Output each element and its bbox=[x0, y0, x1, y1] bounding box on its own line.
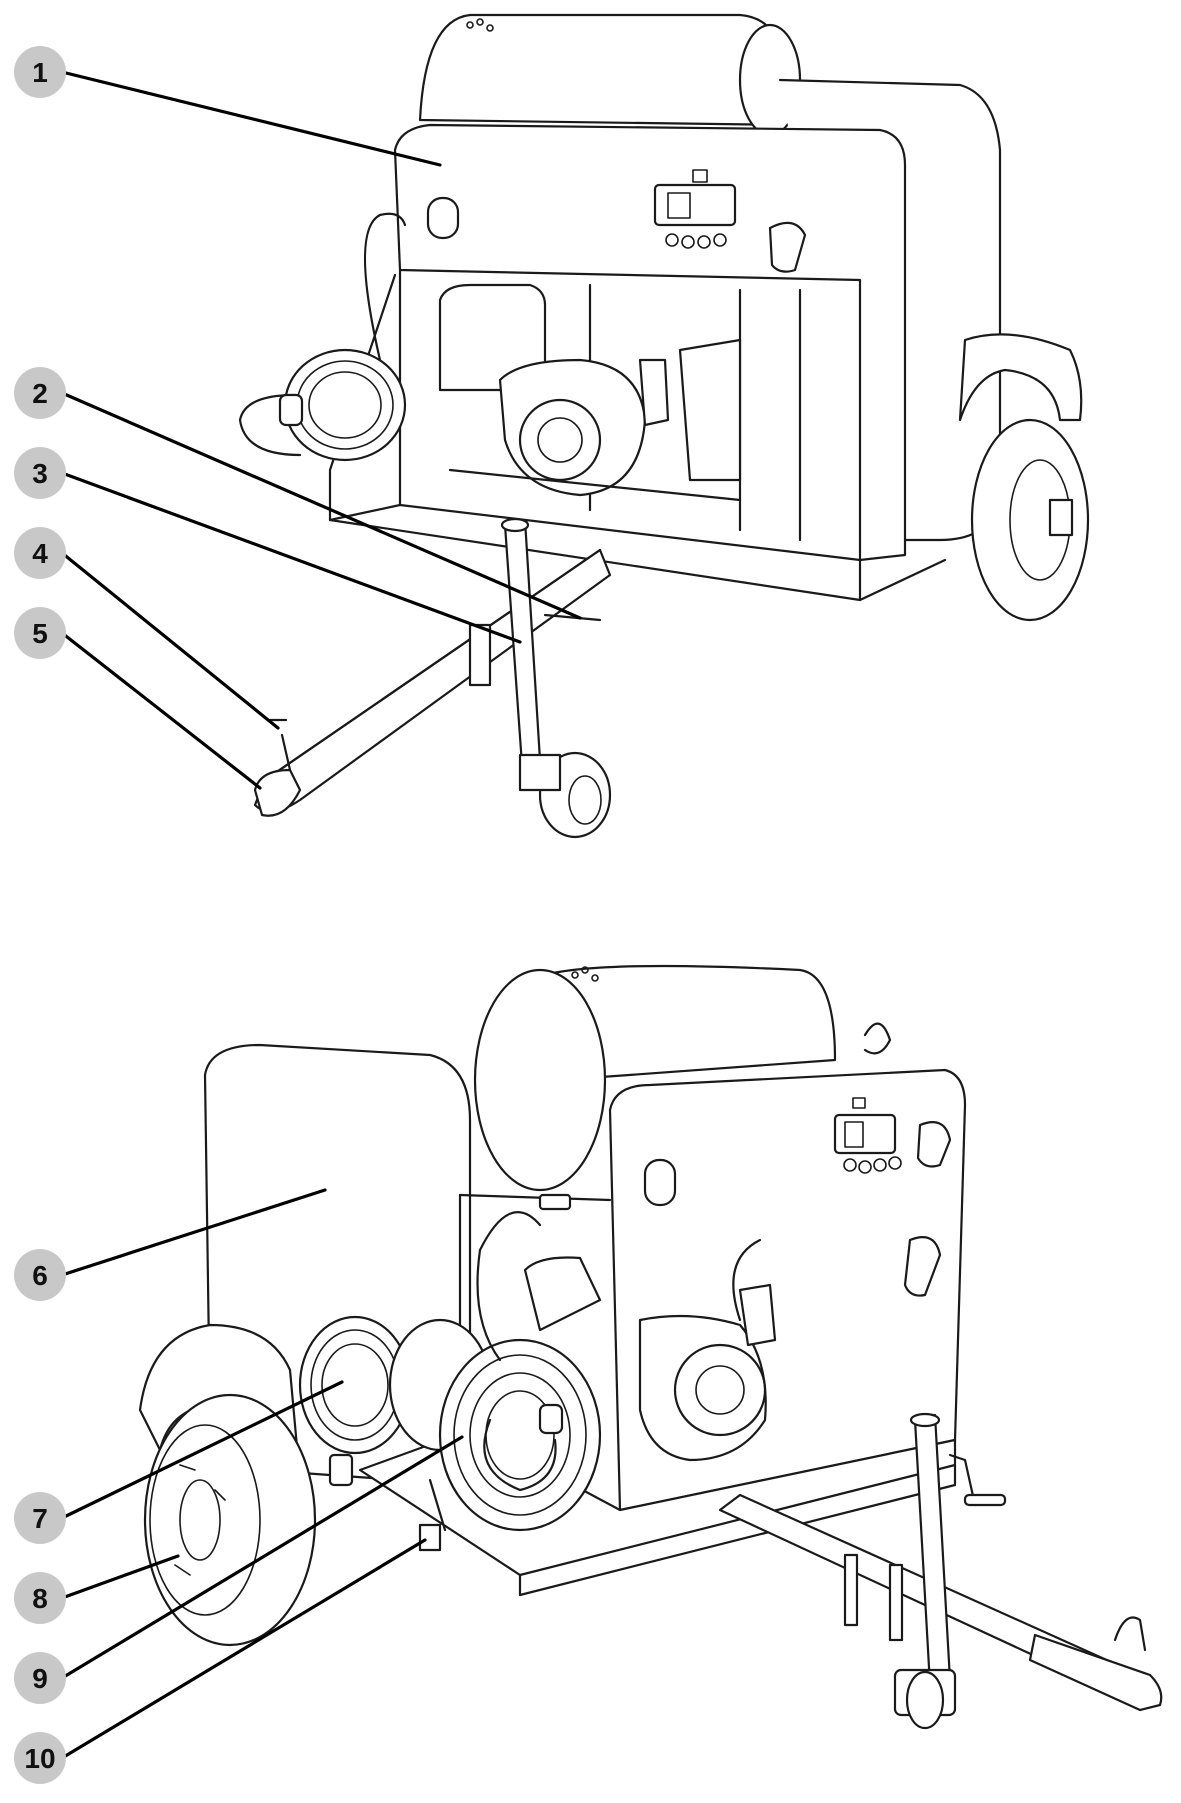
callout-8: 8 bbox=[14, 1572, 66, 1624]
callout-badges: 1 2 3 4 5 6 7 8 bbox=[14, 46, 66, 1784]
leader-3 bbox=[60, 471, 522, 644]
callout-7: 7 bbox=[14, 1492, 66, 1544]
callout-1: 1 bbox=[14, 46, 66, 98]
leader-9 bbox=[60, 1435, 464, 1680]
callout-6-label: 6 bbox=[32, 1260, 48, 1291]
top-trailer-illustration bbox=[238, 13, 1090, 839]
top-tank bbox=[418, 13, 802, 137]
callout-9-label: 9 bbox=[32, 1663, 48, 1694]
leader-5 bbox=[60, 631, 262, 790]
callout-5-label: 5 bbox=[32, 618, 48, 649]
bottom-trailer-illustration bbox=[138, 964, 1163, 1730]
callout-2: 2 bbox=[14, 367, 66, 419]
leader-4 bbox=[60, 551, 280, 730]
callout-7-label: 7 bbox=[32, 1503, 48, 1534]
callout-8-label: 8 bbox=[32, 1583, 48, 1614]
top-wheel bbox=[958, 333, 1090, 622]
leader-7 bbox=[60, 1380, 344, 1520]
leader-2 bbox=[60, 391, 582, 620]
top-hose-reel bbox=[238, 212, 407, 462]
callout-6: 6 bbox=[14, 1249, 66, 1301]
leader-10 bbox=[60, 1538, 427, 1760]
bottom-tongue bbox=[718, 1412, 1163, 1730]
callout-2-label: 2 bbox=[32, 378, 48, 409]
callout-4-label: 4 bbox=[32, 538, 48, 569]
bottom-engine bbox=[523, 1238, 777, 1462]
callout-3: 3 bbox=[14, 447, 66, 499]
leader-6 bbox=[60, 1188, 327, 1277]
top-tongue bbox=[253, 517, 612, 839]
callout-3-label: 3 bbox=[32, 458, 48, 489]
callout-5: 5 bbox=[14, 607, 66, 659]
callout-leaders bbox=[60, 70, 582, 1760]
top-engine bbox=[438, 283, 742, 502]
callout-10-label: 10 bbox=[24, 1743, 55, 1774]
callout-9: 9 bbox=[14, 1652, 66, 1704]
callout-1-label: 1 bbox=[32, 57, 48, 88]
bottom-burner-tank bbox=[473, 964, 892, 1192]
callout-10: 10 bbox=[14, 1732, 66, 1784]
bottom-bracket bbox=[418, 1523, 442, 1552]
bottom-hose-reels bbox=[298, 1193, 602, 1532]
callout-4: 4 bbox=[14, 527, 66, 579]
leader-1 bbox=[60, 70, 442, 167]
leader-8 bbox=[60, 1554, 180, 1600]
